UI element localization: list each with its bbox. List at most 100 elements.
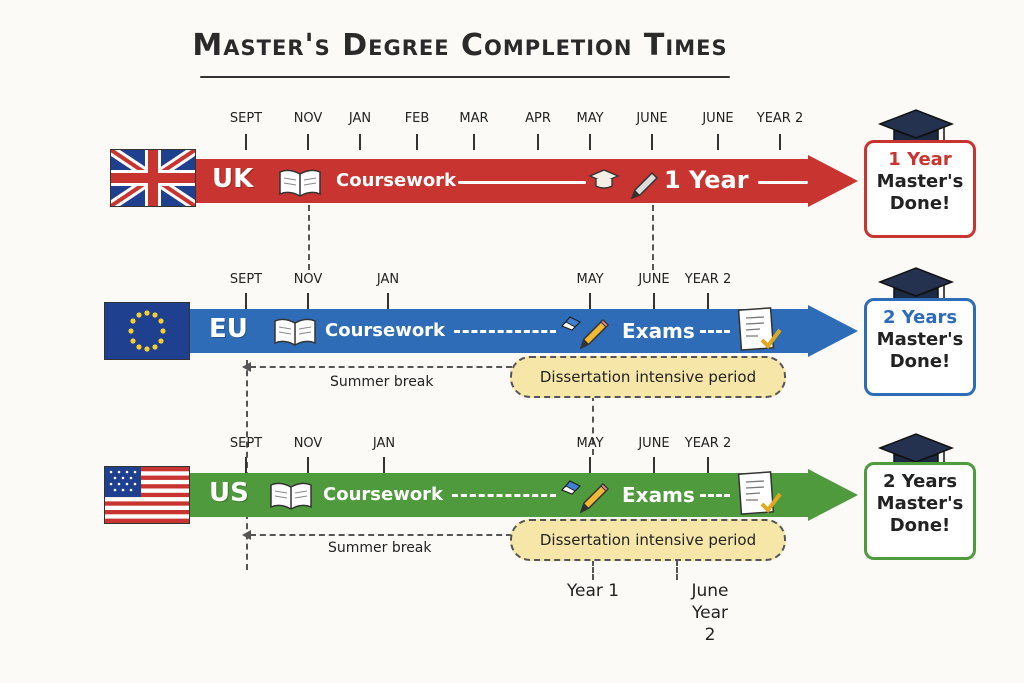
uk-tick-label: JAN: [348, 111, 372, 126]
eu-result-masters: Master's: [876, 329, 964, 350]
tick-mark: [707, 457, 709, 473]
pencil-icon: [579, 482, 610, 514]
us-flag-icon: [104, 466, 190, 524]
bottom-label-year1: Year 1: [566, 581, 620, 601]
eraser-icon: [560, 480, 582, 495]
paper-check-icon: [737, 307, 782, 351]
uk-country-label: UK: [212, 164, 254, 194]
tick-mark: [651, 134, 653, 150]
guide-line: [246, 360, 248, 570]
tick-mark: [589, 457, 591, 473]
book-icon: [270, 482, 312, 510]
tick-mark: [717, 134, 719, 150]
guide-line: [592, 560, 594, 580]
eu-result-years: 2 Years: [882, 307, 958, 328]
uk-duration-label: 1 Year: [664, 166, 749, 194]
eu-tick-label: SEPT: [229, 272, 263, 287]
summer-break-arrow: [242, 362, 251, 372]
us-arrow-head: [808, 469, 858, 521]
us-coursework-label: Coursework: [323, 484, 444, 505]
us-tick-label: JAN: [372, 436, 396, 451]
guide-line: [652, 205, 654, 270]
tick-mark: [245, 457, 247, 473]
eu-tick-label: NOV: [293, 272, 323, 287]
us-tick-label: JUNE: [638, 436, 670, 451]
pencil-icon: [579, 318, 610, 350]
eu-arrow-head: [808, 305, 858, 357]
tick-mark: [307, 134, 309, 150]
tick-mark: [653, 293, 655, 309]
us-dashed-line: [452, 494, 556, 497]
guide-line: [308, 205, 310, 270]
tick-mark: [359, 134, 361, 150]
paper-check-icon: [737, 471, 782, 515]
uk-tick-label: NOV: [293, 111, 323, 126]
us-country-label: US: [209, 478, 249, 508]
book-icon: [274, 318, 316, 346]
us-result-years: 2 Years: [882, 471, 958, 492]
eu-tick-label: JUNE: [638, 272, 670, 287]
eu-tick-label: MAY: [576, 272, 604, 287]
title-underline: [200, 76, 730, 78]
eu-dashed-line: [454, 330, 556, 333]
tick-mark: [589, 293, 591, 309]
tick-mark: [707, 293, 709, 309]
us-tick-label: YEAR 2: [684, 436, 732, 451]
tick-mark: [245, 134, 247, 150]
tick-mark: [387, 293, 389, 309]
guide-line: [592, 395, 594, 455]
guide-line: [676, 560, 678, 580]
uk-tick-label: MAR: [459, 111, 489, 126]
graduation-cap-icon: [588, 169, 620, 189]
bottom-label-june-year2: June Year 2: [691, 581, 729, 645]
uk-flag-icon: [110, 149, 196, 207]
us-tick-label: NOV: [293, 436, 323, 451]
tick-mark: [307, 293, 309, 309]
tick-mark: [416, 134, 418, 150]
eu-result-box: 2 Years Master's Done!: [864, 298, 976, 396]
eu-country-label: EU: [209, 314, 248, 344]
eu-tick-label: YEAR 2: [684, 272, 732, 287]
tick-mark: [307, 457, 309, 473]
uk-tick-label: YEAR 2: [756, 111, 804, 126]
uk-progress-line-end: [758, 181, 808, 184]
tick-mark: [779, 134, 781, 150]
tick-mark: [245, 293, 247, 309]
us-exams-label: Exams: [622, 483, 695, 507]
eu-coursework-label: Coursework: [325, 320, 446, 341]
uk-result-years: 1 Year: [888, 149, 952, 170]
uk-progress-line: [458, 181, 586, 184]
summer-break-line: [250, 366, 512, 368]
tick-mark: [383, 457, 385, 473]
uk-tick-label: JUNE: [636, 111, 668, 126]
book-icon: [279, 169, 321, 197]
uk-tick-label: APR: [525, 111, 551, 126]
us-result-box: 2 Years Master's Done!: [864, 462, 976, 560]
eu-exams-label: Exams: [622, 319, 695, 343]
eu-dashed-line-end: [700, 330, 730, 333]
tick-mark: [537, 134, 539, 150]
us-dashed-line-end: [700, 494, 730, 497]
us-dissertation-pill: Dissertation intensive period: [510, 519, 786, 561]
summer-break-arrow: [242, 530, 251, 540]
us-result-masters: Master's: [876, 493, 964, 514]
uk-result-box: 1 Year Master's Done!: [864, 140, 976, 238]
pencil-icon: [630, 171, 659, 200]
uk-result-masters: Master's: [876, 171, 964, 192]
summer-break-line: [250, 534, 512, 536]
eu-summer-break-label: Summer break: [330, 374, 434, 390]
tick-mark: [473, 134, 475, 150]
eraser-icon: [560, 316, 582, 331]
page-title: Master's Degree Completion Times: [192, 28, 728, 63]
eu-result-done: Done!: [889, 351, 951, 372]
us-summer-break-label: Summer break: [328, 540, 432, 556]
uk-tick-label: MAY: [576, 111, 604, 126]
uk-tick-label: SEPT: [229, 111, 263, 126]
tick-mark: [589, 134, 591, 150]
us-result-done: Done!: [889, 515, 951, 536]
uk-arrow-head: [808, 155, 858, 207]
eu-flag-icon: [104, 302, 190, 360]
tick-mark: [653, 457, 655, 473]
eu-tick-label: JAN: [376, 272, 400, 287]
